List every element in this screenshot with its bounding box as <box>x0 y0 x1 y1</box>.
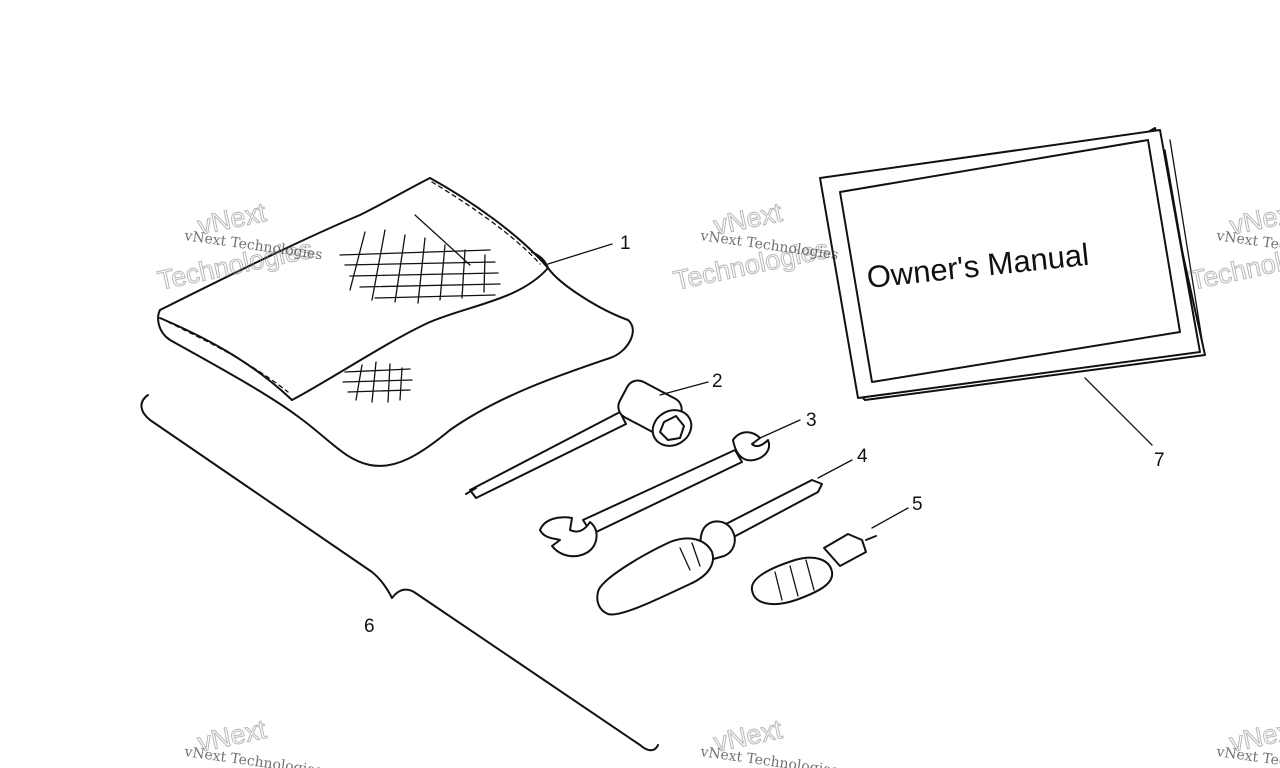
tool-pouch <box>157 177 634 467</box>
watermark-bottom-left: vNext vNext Technologies <box>182 714 323 768</box>
svg-text:vNext Technologies: vNext Technologies <box>698 744 839 768</box>
callout-6: 6 <box>364 616 375 637</box>
svg-text:vNext Technologies: vNext Technologies <box>182 744 323 768</box>
open-end-wrench <box>539 431 770 558</box>
callout-3: 3 <box>806 410 817 431</box>
kit-bracket <box>140 394 659 752</box>
watermark-top-right: vNext Technologies vNext Technologies <box>1187 197 1280 297</box>
socket-wrench <box>465 379 693 499</box>
screwdriver <box>596 479 823 616</box>
callout-1: 1 <box>620 233 631 254</box>
callout-5: 5 <box>912 494 923 515</box>
callout-2: 2 <box>712 371 723 392</box>
watermark-bottom-center: vNext vNext Technologies <box>698 714 839 768</box>
watermark-bottom-right: vNext vNext Technologies <box>1214 714 1280 768</box>
owners-manual: Owner's Manual <box>819 127 1206 401</box>
callout-7: 7 <box>1154 450 1165 471</box>
leader-lines <box>547 243 1153 529</box>
spark-plug <box>750 533 877 606</box>
watermark-top-center: vNext Technologies vNext Technologies <box>671 197 840 297</box>
callout-4: 4 <box>857 446 868 467</box>
